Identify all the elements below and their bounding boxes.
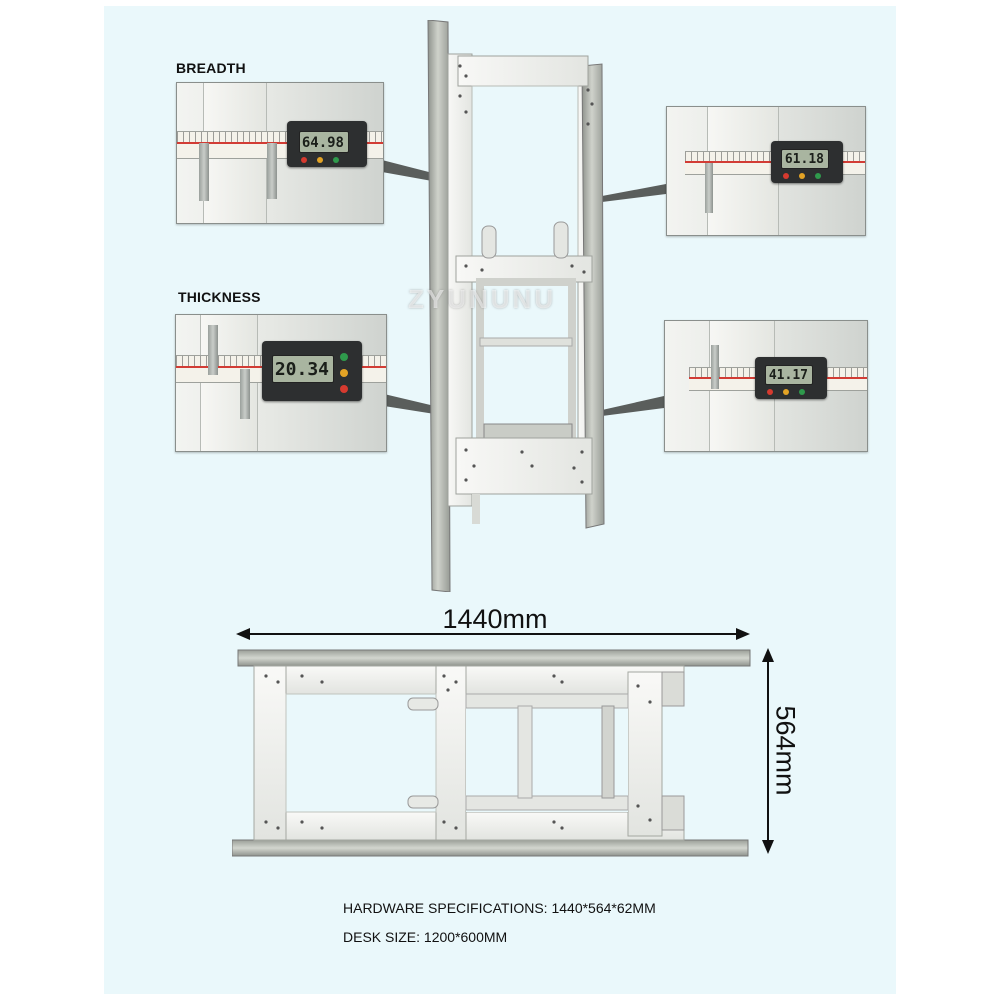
breadth-photo: 64.98 <box>176 82 384 224</box>
right-top-display: 61.18 <box>781 149 829 169</box>
thickness-label: THICKNESS <box>178 289 261 305</box>
vertical-frame-photo <box>422 20 622 592</box>
width-dimension-label: 1440mm <box>442 604 548 634</box>
breadth-label: BREADTH <box>176 60 246 76</box>
hardware-spec-text: HARDWARE SPECIFICATIONS: 1440*564*62MM <box>343 900 656 916</box>
right-top-photo: 61.18 <box>666 106 866 236</box>
breadth-display: 64.98 <box>299 131 349 153</box>
horizontal-frame-photo <box>232 646 752 860</box>
right-bottom-photo: 41.17 <box>664 320 868 452</box>
right-bottom-display: 41.17 <box>765 365 813 385</box>
desk-size-text: DESK SIZE: 1200*600MM <box>343 929 508 945</box>
height-dimension-label: 564mm <box>770 705 801 796</box>
watermark: ZYUNUNU <box>408 284 557 314</box>
thickness-photo: 20.34 <box>175 314 387 452</box>
thickness-display: 20.34 <box>272 355 334 383</box>
pointer-right-bottom <box>602 396 664 416</box>
pointer-right-top <box>602 184 666 202</box>
